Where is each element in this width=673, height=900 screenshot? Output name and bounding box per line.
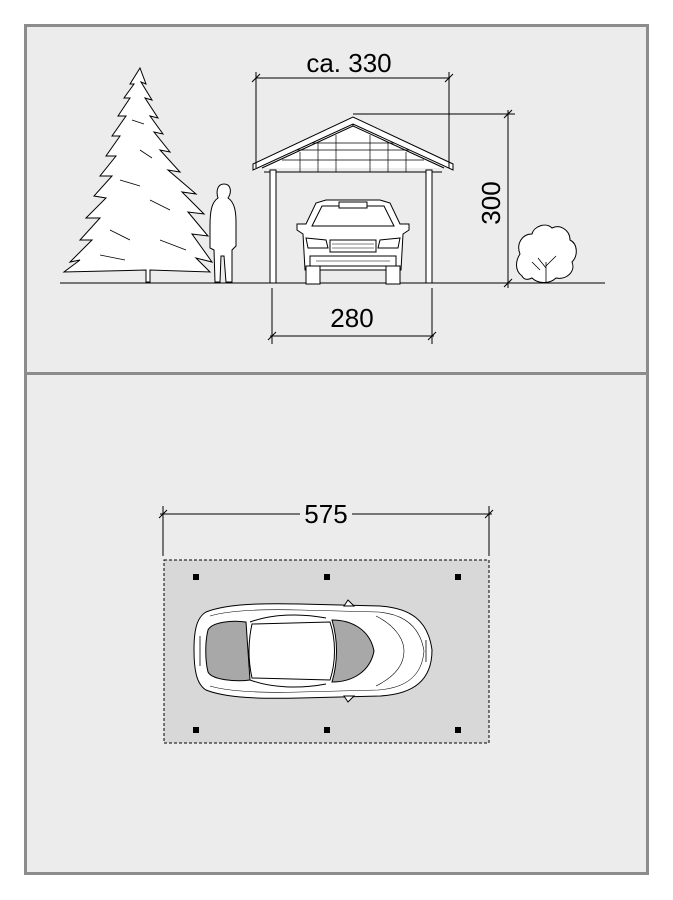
post-width-label: 280	[330, 303, 373, 333]
plan-view	[158, 506, 494, 744]
carport-post-right	[425, 169, 433, 284]
elevation-view	[60, 66, 605, 344]
car-top-icon	[193, 599, 433, 703]
post-width-dimension-line	[267, 288, 437, 344]
post-marker-icon	[193, 574, 461, 733]
carport-post-left	[269, 169, 277, 284]
height-dimension-line	[353, 109, 515, 288]
carport-roof	[252, 116, 454, 173]
length-label: 575	[304, 499, 347, 529]
spruce-tree-icon	[62, 66, 214, 283]
height-label: 300	[476, 181, 506, 224]
bush-icon	[516, 224, 577, 283]
car-front-icon	[296, 199, 410, 285]
person-silhouette-icon	[209, 183, 237, 283]
roof-width-dimension-line	[251, 72, 454, 168]
roof-width-label: ca. 330	[306, 48, 391, 78]
